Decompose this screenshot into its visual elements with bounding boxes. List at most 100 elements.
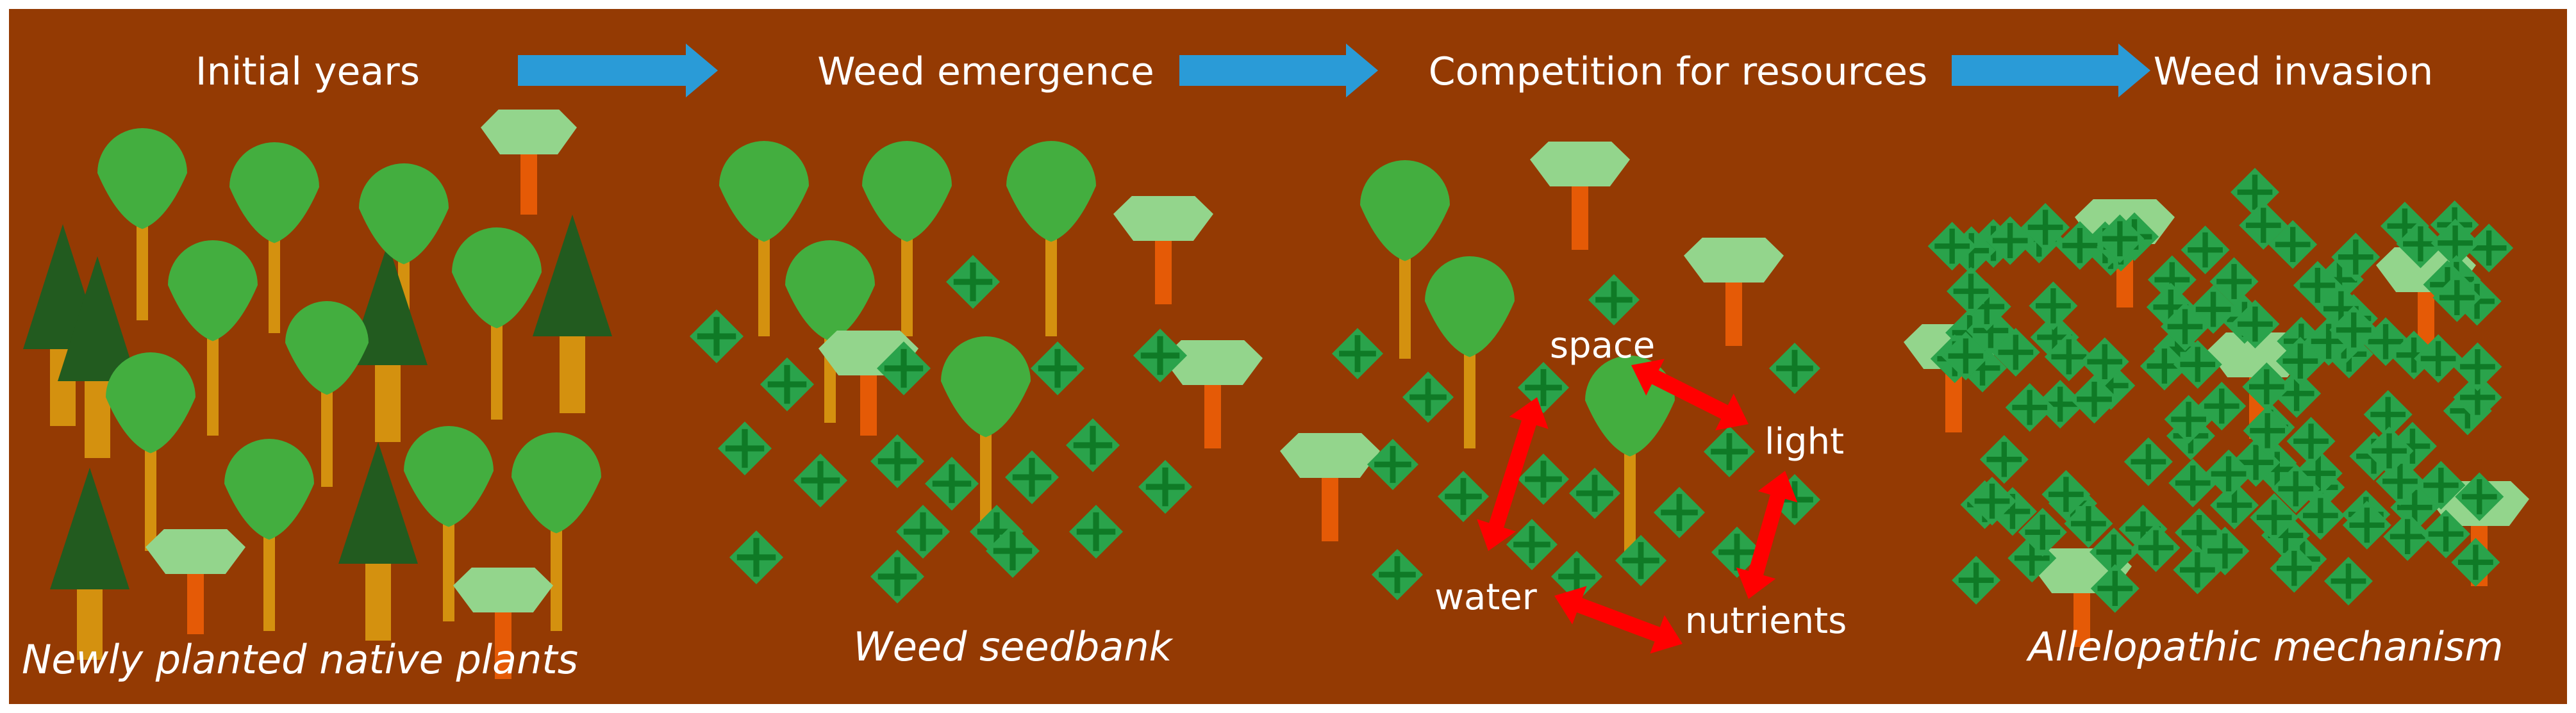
weed-cross-horizontal <box>2238 321 2273 327</box>
resource-arrow <box>1554 586 1683 654</box>
round-tree-crown <box>1006 141 1096 242</box>
weed-cross-horizontal <box>2180 567 2215 573</box>
weed-cross-horizontal <box>2138 545 2173 551</box>
weed-cross-horizontal <box>1595 297 1633 303</box>
weed-cross-horizontal <box>2279 391 2314 397</box>
weed-cross-horizontal <box>2282 358 2318 364</box>
weed-cross-horizontal <box>1525 476 1562 482</box>
weed-cross-horizontal <box>1973 327 2009 334</box>
weed-cross-horizontal <box>1339 350 1376 357</box>
stage-4-title: Weed invasion <box>2153 49 2434 94</box>
weed-cross-horizontal <box>2403 241 2438 247</box>
weed-cross-horizontal <box>1374 461 1411 468</box>
weed-cross-horizontal <box>903 529 943 535</box>
pentagon-tree-trunk <box>1155 231 1172 304</box>
weed-cross-horizontal <box>2293 438 2329 444</box>
weed-cross-horizontal <box>884 365 924 372</box>
pentagon-tree-trunk <box>860 365 877 436</box>
weed-cross-horizontal <box>2382 479 2418 484</box>
pentagon-tree-crown <box>1530 142 1630 186</box>
weed-cross-horizontal <box>1948 353 1984 359</box>
conifer-crown <box>338 442 418 564</box>
weed-cross-horizontal <box>1576 490 1613 496</box>
weed-cross-horizontal <box>2396 352 2432 358</box>
weed-cross-horizontal <box>2037 334 2072 340</box>
weed-cross-horizontal <box>2014 555 2050 561</box>
weed-cross-horizontal <box>2071 521 2106 527</box>
round-tree-crown <box>229 142 319 243</box>
weed-cross-horizontal <box>2471 245 2507 251</box>
weed-cross-horizontal <box>2207 548 2243 554</box>
weed-cross-horizontal <box>2188 247 2223 253</box>
resource-water: water <box>1434 577 1537 618</box>
weed-cross-horizontal <box>993 548 1033 554</box>
weed-cross-horizontal <box>1076 529 1116 535</box>
weed-cross-horizontal <box>2093 382 2129 389</box>
conifer-crown <box>348 243 428 365</box>
weed-cross-horizontal <box>2248 384 2284 389</box>
weed-cross-horizontal <box>2268 532 2304 538</box>
round-tree-crown <box>97 128 187 229</box>
conifer-trunk <box>77 586 103 660</box>
pentagon-tree-trunk <box>1725 272 1742 346</box>
weed-cross-horizontal <box>1958 577 1994 583</box>
weed-cross-horizontal <box>2460 395 2495 400</box>
weed-cross-horizontal <box>1953 288 1989 294</box>
weed-cross-horizontal <box>932 480 972 487</box>
weed-cross-horizontal <box>2370 411 2406 418</box>
weed-cross-horizontal <box>2051 354 2087 360</box>
stage-arrows <box>518 44 2150 97</box>
weed-cross-horizontal <box>2275 242 2311 247</box>
weed-cross-horizontal <box>1969 304 2005 309</box>
round-native-trees <box>97 128 1675 540</box>
stage-1-caption: Newly planted native plants <box>21 636 579 683</box>
round-tree-crown <box>359 163 449 265</box>
pentagon-tree-crown <box>1163 340 1263 385</box>
weed-cross-horizontal <box>2423 482 2459 488</box>
weed-cross-horizontal <box>2420 356 2456 361</box>
weed-cross-horizontal <box>2368 339 2404 345</box>
stage-3-title: Competition for resources <box>1428 49 1928 94</box>
weed-cross-horizontal <box>953 279 993 285</box>
weed-cross-horizontal <box>2025 529 2061 535</box>
pentagon-tree-trunk <box>495 602 511 679</box>
weed-cross-horizontal <box>2276 566 2312 571</box>
pentagon-tree-crown <box>1113 196 1213 241</box>
weed-cross-horizontal <box>1718 549 1756 555</box>
weed-cross-horizontal <box>1525 384 1562 391</box>
pentagon-tree-trunk <box>1204 375 1221 448</box>
weed-cross-horizontal <box>2278 486 2314 492</box>
pentagon-tree-trunk <box>1322 468 1338 541</box>
weed-cross-horizontal <box>2300 283 2336 288</box>
round-tree-crown <box>167 240 258 341</box>
resource-arrows <box>1477 359 1798 654</box>
weed-cross-horizontal <box>2181 530 2217 536</box>
soil-background <box>9 9 2567 704</box>
weed-cross-horizontal <box>1934 243 1970 249</box>
weed-cross-horizontal <box>2372 448 2407 454</box>
weed-cross-horizontal <box>2237 189 2273 195</box>
stage-arrow <box>1952 44 2150 97</box>
round-tree-crown <box>106 352 195 454</box>
pentagon-tree-crown <box>145 529 245 574</box>
weed-cross-horizontal <box>2167 324 2203 330</box>
weed-cross-horizontal <box>2300 470 2336 477</box>
weed-cross-horizontal <box>736 554 776 561</box>
weed-cross-horizontal <box>2397 504 2432 511</box>
weed-cross-horizontal <box>1965 365 2000 371</box>
weed-cross-horizontal <box>2245 222 2281 228</box>
weed-cross-horizontal <box>2036 303 2071 309</box>
weed-cross-horizontal <box>2311 338 2347 345</box>
weed-cross-horizontal <box>1992 238 2028 243</box>
weed-cross-horizontal <box>1995 509 2031 514</box>
weed-cross-horizontal <box>2211 471 2247 477</box>
weed-cross-horizontal <box>2096 549 2132 555</box>
pentagon-tree-trunk <box>187 564 204 634</box>
weed-cross-horizontal <box>2256 514 2292 520</box>
conifer-crown <box>533 215 612 336</box>
weed-cross-horizontal <box>2460 364 2495 370</box>
weed-cross-horizontal <box>2042 401 2078 407</box>
weed-cross-horizontal <box>801 477 840 484</box>
